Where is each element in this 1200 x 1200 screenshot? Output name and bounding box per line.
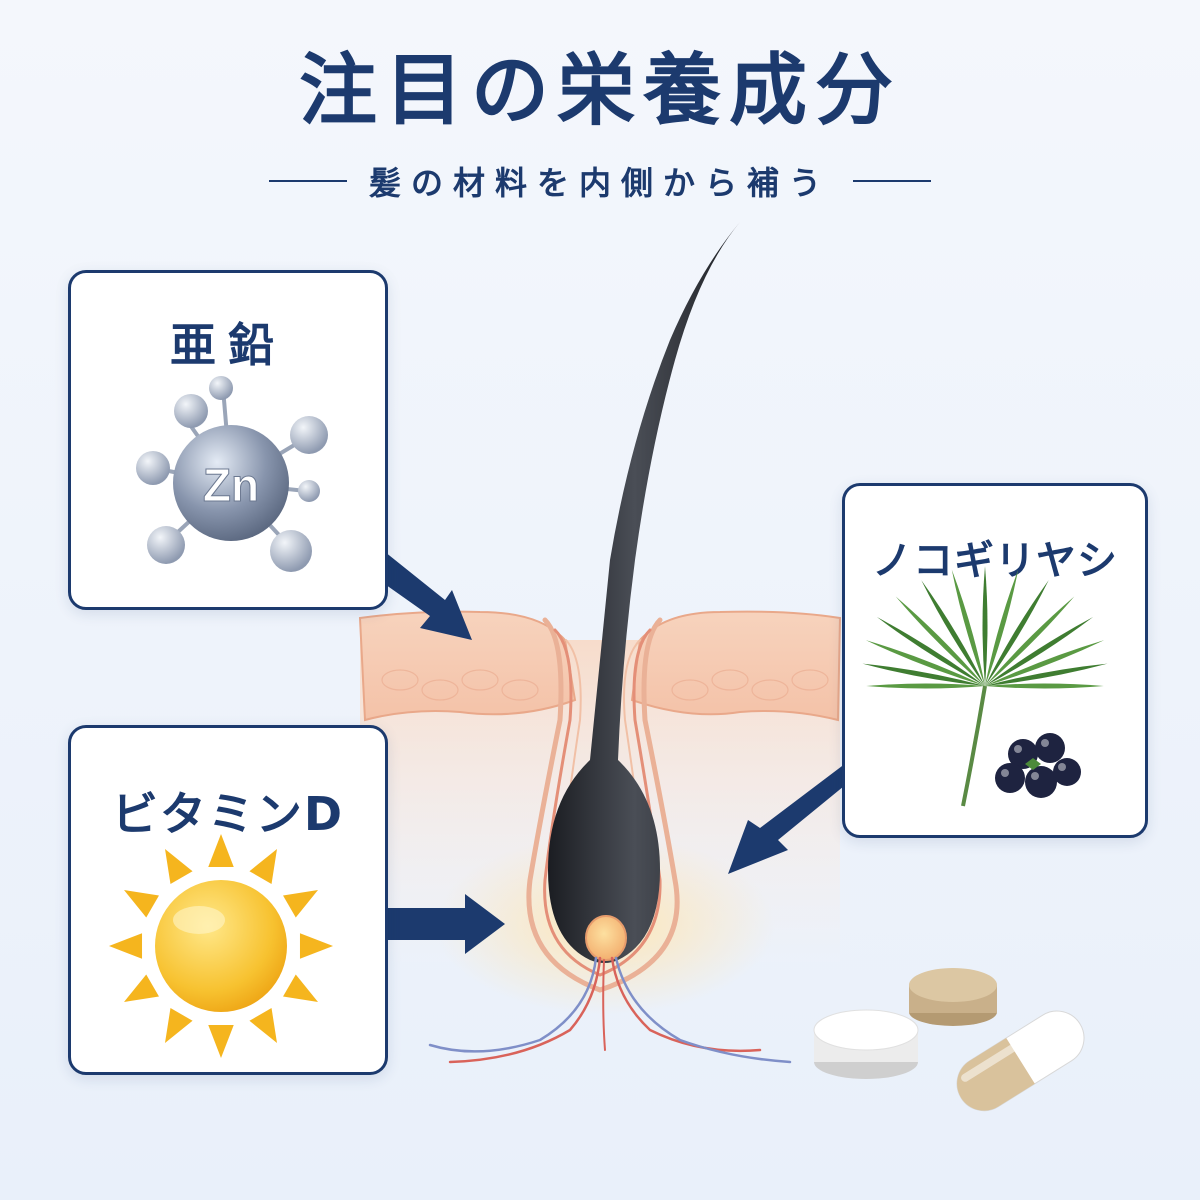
palm-frond [951, 569, 985, 686]
palm-frond [921, 580, 985, 686]
skin-right [630, 610, 842, 722]
card-vitamin-d-label: ビタミンD [111, 787, 345, 841]
palm-frond [895, 596, 985, 686]
sun-ray [283, 974, 318, 1002]
palm-frond [866, 683, 985, 689]
hair-shaft [548, 222, 740, 963]
sun-ray [283, 890, 318, 918]
sun-ray [299, 933, 333, 959]
palm-frond [985, 596, 1075, 686]
saw-palmetto-leaf-icon [862, 566, 1108, 807]
palm-frond [862, 663, 985, 686]
card-zinc-label: 亜鉛 [170, 318, 286, 372]
card-vitamin-d: ビタミンD [68, 725, 388, 1075]
sun-ray [109, 933, 143, 959]
palm-frond [985, 683, 1104, 689]
subtitle-row: 髪の材料を内側から補う [0, 158, 1200, 204]
palm-frond [865, 640, 985, 686]
page-subtitle: 髪の材料を内側から補う [368, 164, 831, 202]
card-saw-palmetto-label: ノコギリヤシ [872, 538, 1118, 584]
zinc-molecule-icon: Zn [136, 376, 328, 572]
sun-ray [208, 1024, 234, 1058]
card-saw-palmetto: ノコギリヤシ [842, 483, 1148, 838]
palm-frond [982, 566, 988, 686]
sun-ray [124, 974, 159, 1002]
sun-icon [109, 834, 333, 1058]
palm-frond [985, 663, 1108, 686]
arrow-vitamin-d [388, 894, 505, 954]
palm-frond [985, 617, 1094, 686]
palm-frond [985, 640, 1105, 686]
arrow-saw-palmetto [728, 760, 860, 874]
sun-ray [124, 890, 159, 918]
sun-ray [208, 834, 234, 868]
page-title: 注目の栄養成分 [298, 46, 901, 136]
supplement-pills-icon [813, 968, 1085, 1112]
subtitle-rule-left [268, 180, 347, 182]
berry-cluster-icon [995, 733, 1081, 798]
sun-ray [165, 849, 193, 884]
subtitle-rule-right [853, 180, 931, 182]
palm-frond [985, 569, 1019, 686]
sun-ray [249, 1008, 277, 1043]
arrows [365, 548, 860, 954]
sun-ray [165, 1008, 193, 1043]
blood-vessels [428, 956, 792, 1064]
skin-left [358, 610, 577, 722]
zinc-symbol: Zn [203, 459, 259, 511]
sun-ray [249, 849, 277, 884]
palm-frond [985, 580, 1049, 686]
card-zinc: 亜鉛 Zn [68, 270, 388, 610]
arrow-zinc [365, 548, 472, 640]
palm-frond [876, 617, 985, 686]
dermal-papilla [585, 915, 627, 961]
